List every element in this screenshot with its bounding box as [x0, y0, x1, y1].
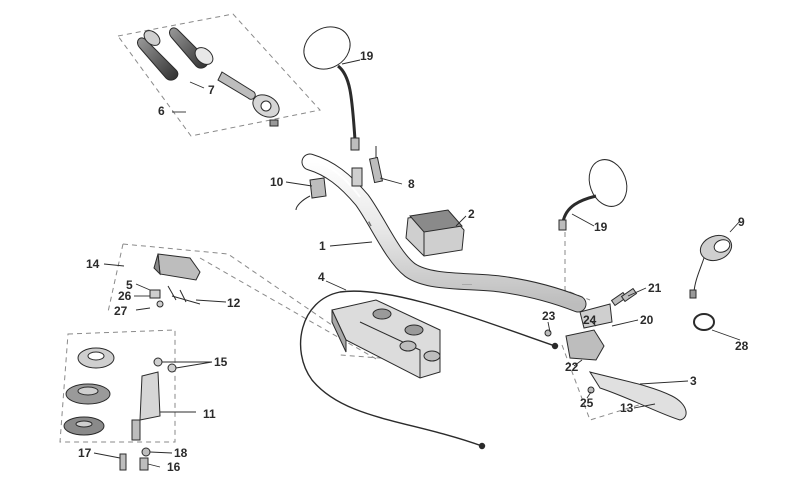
bolts-16-17-18 [119, 447, 151, 471]
callout-27: 27 [114, 304, 128, 318]
lever-small-parts [544, 287, 638, 394]
callout-24: 24 [583, 313, 597, 327]
master-cylinder [565, 303, 613, 361]
throttle-cable [299, 290, 559, 450]
switch-group-outline [107, 243, 382, 361]
grip-group-outline [117, 13, 321, 137]
hand-grips [137, 27, 214, 81]
callout-6: 6 [158, 104, 165, 118]
callout-18: 18 [174, 446, 188, 460]
callout-1: 1 [319, 239, 326, 253]
fork-tube-part [131, 357, 177, 441]
callout-22: 22 [565, 360, 579, 374]
callout-7: 7 [208, 83, 215, 97]
callout-13: 13 [620, 401, 634, 415]
svg-text:——: —— [462, 282, 472, 288]
callout-28: 28 [735, 339, 749, 353]
callout-19-left-mirror: 19 [360, 49, 374, 63]
brake-lever [588, 371, 687, 421]
o-ring [693, 313, 715, 331]
callout-20: 20 [640, 313, 654, 327]
callout-5: 5 [126, 278, 133, 292]
callout-10: 10 [270, 175, 284, 189]
callout-21: 21 [648, 281, 662, 295]
callout-15: 15 [214, 355, 228, 369]
callout-9: 9 [738, 215, 745, 229]
callout-17: 17 [78, 446, 92, 460]
instrument-housing [405, 209, 465, 257]
right-mirror [558, 159, 628, 231]
clutch-switch [351, 146, 384, 187]
svg-text:▬: ▬ [366, 220, 374, 227]
ignition-switch [63, 347, 115, 436]
switch-small-parts [149, 289, 201, 308]
leader-lines [93, 59, 741, 468]
callout-23: 23 [542, 309, 556, 323]
callout-2: 2 [468, 207, 475, 221]
callout-16: 16 [167, 460, 181, 474]
horn-switch [689, 234, 733, 299]
left-mirror [303, 26, 360, 151]
handlebar-riser-clamp [331, 299, 441, 379]
callout-8: 8 [408, 177, 415, 191]
callout-12: 12 [227, 296, 241, 310]
callout-26: 26 [118, 289, 132, 303]
callout-25: 25 [580, 396, 594, 410]
callout-11: 11 [203, 407, 216, 421]
callout-4: 4 [318, 270, 325, 284]
left-switch [295, 177, 327, 211]
callout-19-right-mirror: 19 [594, 220, 608, 234]
callout-3: 3 [690, 374, 697, 388]
callout-14: 14 [86, 257, 100, 271]
throttle-tube [217, 71, 280, 127]
handlebar: ▬ —— [301, 153, 587, 313]
ignition-group-outline [59, 329, 176, 443]
switch-housing [153, 253, 201, 303]
